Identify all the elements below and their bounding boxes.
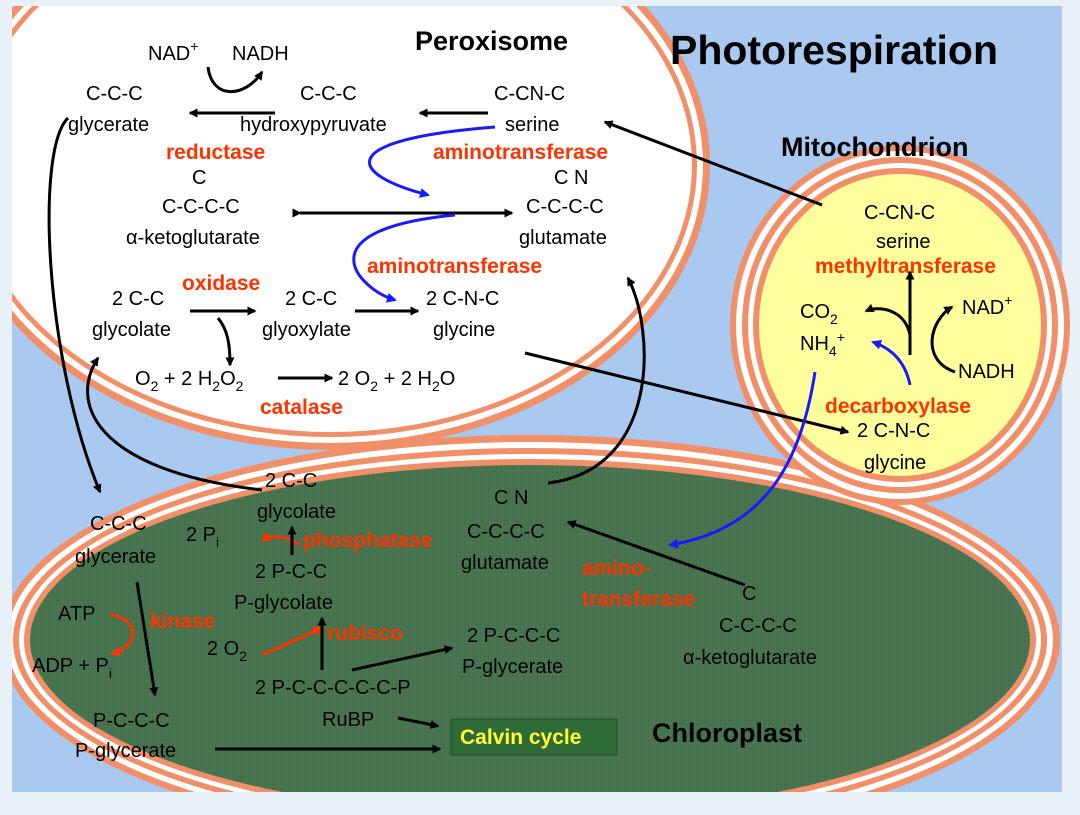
chloro-glutamate-label: glutamate (461, 552, 549, 574)
calvin-cycle-box (450, 718, 618, 756)
chloro-pglycerate-label: P-glycerate (75, 740, 176, 762)
chloro-glutamate-to-perox-arrow (547, 276, 646, 485)
perox-glycerate-to-chloroplast-arrow (47, 116, 102, 494)
nh4-release-blue-arrow (871, 339, 912, 386)
perox-glycolate-formula: 2 C-C (112, 288, 164, 310)
chloro-pglycerate2-formula: 2 P-C-C-C (467, 625, 560, 647)
perox-glutamate-formula: C-C-C-C (526, 196, 604, 218)
peroxisome (12, 6, 710, 450)
mito-co2-label: CO2 (800, 301, 838, 327)
perox-nadh-label: NADH (232, 43, 289, 65)
chloro-akg-formula: C-C-C-C (719, 615, 797, 637)
aminotransferase-blue-arrow-2 (352, 213, 456, 303)
reductase-enzyme-label: reductase (166, 141, 265, 164)
mito-serine-label: serine (876, 231, 930, 253)
perox-glycine-to-mito-arrow (524, 351, 850, 435)
chloro-glycolate-label: glycolate (257, 501, 336, 523)
mitochondrion (730, 145, 1070, 505)
nad-reduction-arrow (930, 305, 956, 374)
perox-akg-formula: C-C-C-C (162, 196, 240, 218)
chloro-rubp-label: RuBP (322, 709, 374, 731)
chloro-pglycerate-formula: P-C-C-C (93, 710, 170, 732)
mito-glycine-label: glycine (864, 452, 926, 474)
perox-glycerate-label: glycerate (68, 114, 149, 136)
perox-glyoxylate-formula: 2 C-C (285, 288, 337, 310)
chloro-akg-branch: C (742, 583, 756, 605)
chloro-glycerate-label: glycerate (75, 546, 156, 568)
catalase-enzyme-label: catalase (260, 396, 343, 419)
chloro-pglycolate-label: P-glycolate (234, 592, 333, 614)
perox-glycine-label: glycine (433, 319, 495, 341)
perox-nad-label: NAD+ (148, 38, 198, 65)
perox-glutamate-label: glutamate (519, 227, 607, 249)
chloroplast-label: Chloroplast (652, 718, 802, 748)
chloro-akg-label: α-ketoglutarate (683, 647, 817, 669)
o2-h2o2-label: O2 + 2 H2O2 (135, 368, 244, 394)
amino-enzyme-label-2: transferase (582, 588, 695, 611)
perox-glycerate-formula: C-C-C (86, 83, 143, 105)
chloro-adp-label: ADP + Pi (32, 655, 112, 681)
aminotransferase-label-2: aminotransferase (367, 255, 542, 278)
co2-release-arrow (864, 303, 912, 336)
amino-enzyme-label-1: amino- (582, 557, 651, 580)
perox-hydroxypyruvate-label: hydroxypyruvate (240, 114, 387, 136)
perox-glycine-formula: 2 C-N-C (426, 288, 499, 310)
glycerate-to-pglycerate-arrow (135, 581, 159, 697)
mito-nh4-label: NH4+ (800, 329, 845, 359)
rubisco-enzyme-label: rubisco (327, 622, 403, 645)
oxidase-enzyme-label: oxidase (182, 272, 260, 295)
chloro-glycerate-formula: C-C-C (90, 513, 147, 535)
rubp-calvin-arrow (397, 716, 440, 729)
methyltransferase-enzyme-label: methyltransferase (815, 255, 996, 278)
chloro-rubp-formula: 2 P-C-C-C-C-C-P (255, 677, 411, 699)
perox-akg-branch: C (192, 167, 206, 189)
perox-nad-cofactor-arrow (206, 66, 264, 94)
perox-serine-label: serine (505, 114, 559, 136)
perox-glutamate-branch: C N (554, 167, 588, 189)
chloro-pi-label: 2 Pi (186, 524, 219, 550)
aminotransferase-blue-arrow-1 (368, 125, 496, 198)
chloro-glutamate-branch: C N (494, 487, 528, 509)
chloro-glycolate-formula: 2 C-C (265, 470, 317, 492)
kinase-enzyme-label: kinase (150, 610, 215, 633)
akg-to-glutamate-arrow (566, 520, 746, 587)
phosphatase-enzyme-label: phosphatase (303, 529, 433, 552)
mito-serine-formula: C-CN-C (864, 202, 935, 224)
perox-hydroxypyruvate-formula: C-C-C (300, 83, 357, 105)
chloro-pglycolate-formula: 2 P-C-C (255, 561, 327, 583)
chloro-glycolate-to-perox-arrow (86, 356, 263, 492)
aminotransferase-label-1: aminotransferase (433, 141, 608, 164)
calvin-cycle-label: Calvin cycle (460, 726, 581, 749)
mito-glycine-formula: 2 C-N-C (857, 420, 930, 442)
atp-adp-conversion-arrow (109, 612, 135, 657)
mito-nad-label: NAD+ (962, 292, 1012, 319)
perox-akg-label: α-ketoglutarate (126, 227, 260, 249)
decarboxylase-enzyme-label: decarboxylase (825, 395, 971, 418)
rubp-to-pglycerate-arrow (351, 645, 454, 672)
chloro-o2-label: 2 O2 (207, 638, 247, 664)
mitochondrion-label: Mitochondrion (781, 132, 968, 162)
diagram-title: Photorespiration (670, 27, 998, 73)
phosphatase-release-arrow (260, 531, 301, 547)
oxidase-peroxide-arrow (216, 317, 235, 367)
mito-serine-to-perox-arrow (603, 120, 823, 207)
perox-serine-formula: C-CN-C (494, 83, 565, 105)
perox-glyoxylate-label: glyoxylate (262, 319, 351, 341)
chloro-atp-label: ATP (58, 603, 95, 625)
peroxisome-label: Peroxisome (415, 26, 568, 56)
chloroplast (12, 435, 1060, 792)
nh4-to-chloroplast-blue-arrow (668, 371, 817, 549)
chloro-glutamate-formula: C-C-C-C (467, 521, 545, 543)
chloro-pglycerate2-label: P-glycerate (462, 656, 563, 678)
oxygen-rubisco-arrow (261, 626, 324, 657)
perox-glycolate-label: glycolate (92, 319, 171, 341)
mito-nadh-label: NADH (958, 361, 1015, 383)
